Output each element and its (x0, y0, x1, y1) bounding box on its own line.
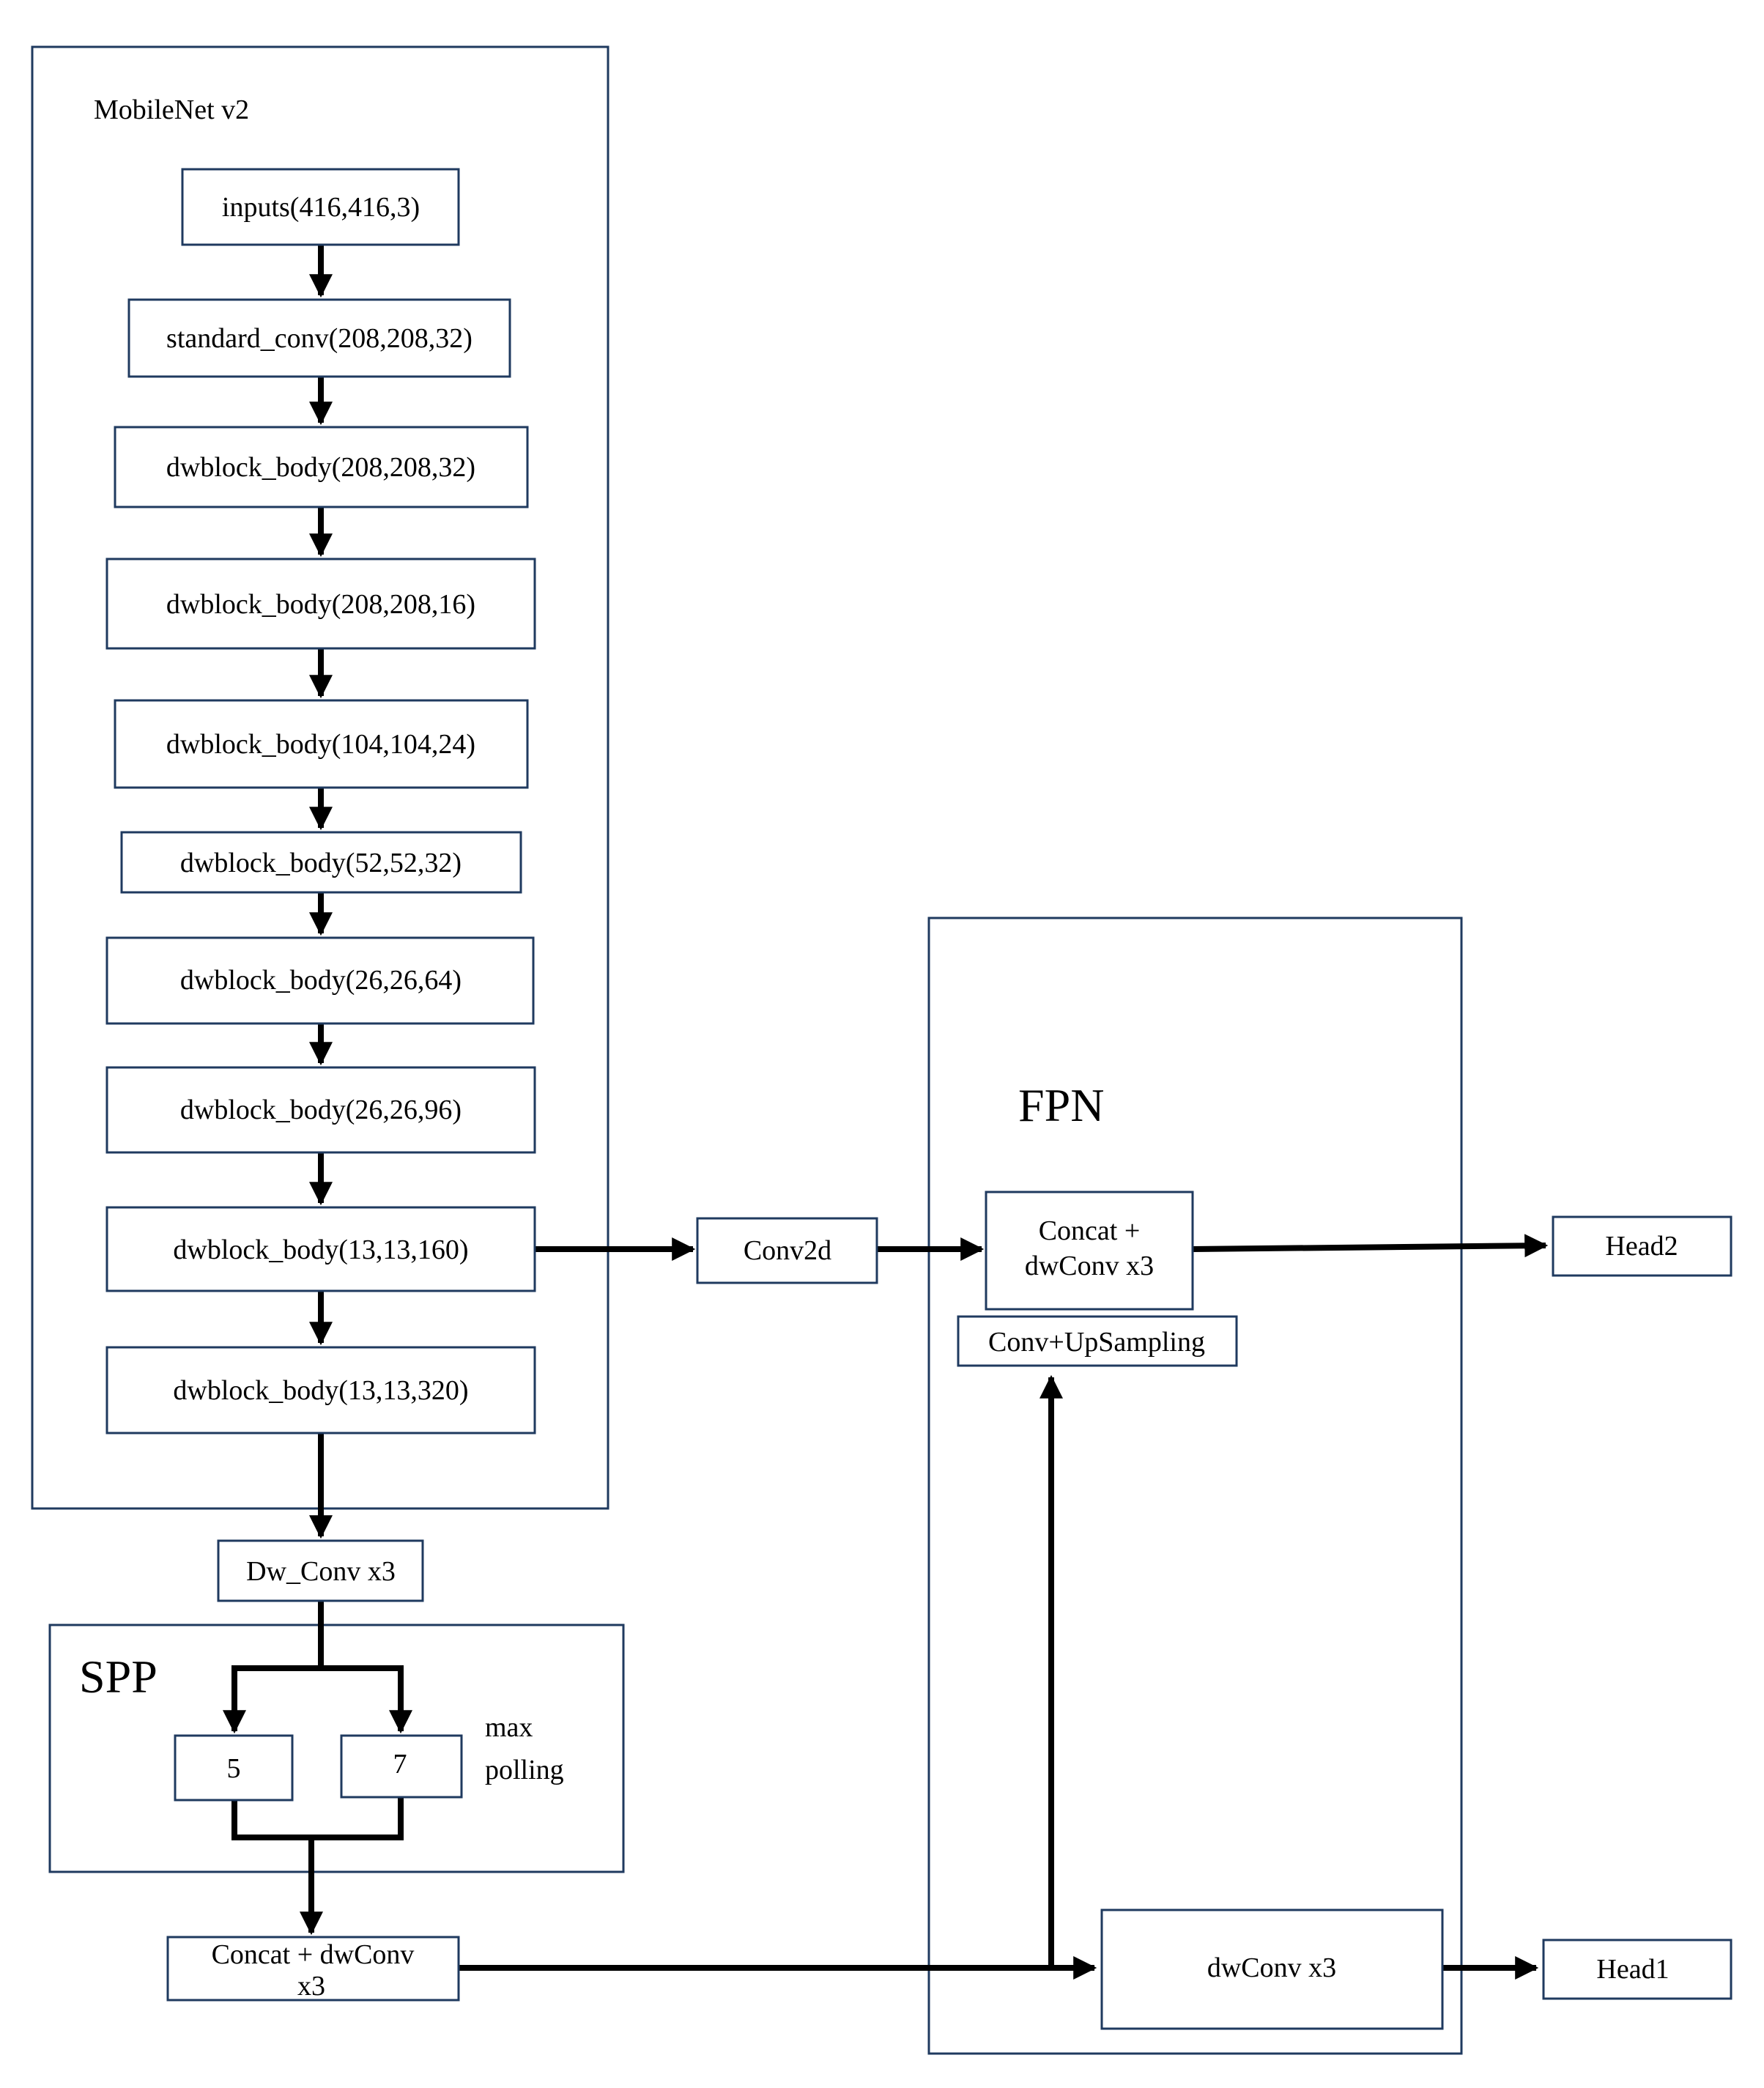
edge-pools-merge (231, 1797, 404, 1840)
node-dwblock-body-6: dwblock_body(26,26,96) (105, 1066, 536, 1154)
spp-side-note-line1: max (485, 1712, 533, 1743)
edge-fpn-concat-to-head2 (1192, 1234, 1549, 1258)
svg-text:dwblock_body(13,13,320): dwblock_body(13,13,320) (173, 1375, 468, 1406)
edges (223, 245, 1549, 1980)
node-fpn-dwconv-x3: dwConv x3 (1100, 1909, 1444, 2030)
node-head1: Head1 (1542, 1939, 1732, 2000)
svg-text:Head1: Head1 (1596, 1954, 1669, 1985)
node-dwblock-body-2: dwblock_body(208,208,16) (105, 558, 536, 650)
node-dwblock-body-5: dwblock_body(26,26,64) (105, 936, 535, 1025)
svg-text:dwblock_body(208,208,16): dwblock_body(208,208,16) (166, 589, 475, 620)
svg-text:dwblock_body(52,52,32): dwblock_body(52,52,32) (180, 848, 462, 878)
node-dwblock-body-7: dwblock_body(13,13,160) (105, 1206, 536, 1292)
spp-side-note-line2: polling (485, 1755, 564, 1785)
svg-text:dwConv x3: dwConv x3 (1025, 1251, 1154, 1281)
svg-text:x3: x3 (297, 1971, 325, 2002)
node-head2: Head2 (1552, 1215, 1732, 1277)
node-dwblock-body-3: dwblock_body(104,104,24) (114, 699, 529, 789)
svg-text:dwblock_body(26,26,96): dwblock_body(26,26,96) (180, 1095, 462, 1125)
node-conv-upsampling: Conv+UpSampling (957, 1315, 1238, 1367)
edge-split-to-pool7 (321, 1665, 412, 1734)
svg-text:Concat +: Concat + (1039, 1215, 1141, 1246)
region-fpn-label: FPN (1018, 1079, 1104, 1131)
svg-text:standard_conv(208,208,32): standard_conv(208,208,32) (166, 323, 472, 354)
region-fpn: FPN (927, 917, 1463, 2055)
node-fpn-concat-dwconv: Concat + dwConv x3 (985, 1191, 1194, 1311)
node-dwblock-body-1: dwblock_body(208,208,32) (114, 426, 529, 508)
node-dwblock-body-8: dwblock_body(13,13,320) (105, 1346, 536, 1434)
svg-text:dwblock_body(208,208,32): dwblock_body(208,208,32) (166, 452, 475, 483)
svg-text:inputs(416,416,3): inputs(416,416,3) (222, 192, 420, 223)
svg-text:Conv2d: Conv2d (744, 1235, 831, 1266)
node-standard-conv: standard_conv(208,208,32) (127, 298, 511, 378)
svg-text:Concat + dwConv: Concat + dwConv (212, 1939, 415, 1970)
svg-text:dwblock_body(26,26,64): dwblock_body(26,26,64) (180, 965, 462, 996)
svg-text:7: 7 (393, 1749, 407, 1780)
region-mobilenet-label: MobileNet v2 (94, 95, 249, 125)
node-inputs: inputs(416,416,3) (181, 168, 460, 246)
node-dwblock-body-4: dwblock_body(52,52,32) (120, 831, 522, 894)
region-spp-label: SPP (79, 1651, 158, 1703)
svg-text:Head2: Head2 (1605, 1231, 1678, 1262)
svg-text:5: 5 (227, 1753, 241, 1784)
svg-text:dwblock_body(13,13,160): dwblock_body(13,13,160) (173, 1234, 468, 1265)
node-dw-conv-x3: Dw_Conv x3 (217, 1539, 424, 1602)
node-max-pool-7: 7 (340, 1734, 463, 1799)
node-max-pool-5: 5 (174, 1734, 294, 1802)
node-conv2d: Conv2d (696, 1217, 878, 1284)
edge-split-to-pool5 (223, 1665, 321, 1734)
node-spp-concat-dwconv: Concat + dwConv x3 (166, 1936, 460, 2002)
svg-text:Conv+UpSampling: Conv+UpSampling (988, 1327, 1205, 1358)
svg-text:dwConv x3: dwConv x3 (1207, 1952, 1336, 1983)
svg-text:dwblock_body(104,104,24): dwblock_body(104,104,24) (166, 729, 475, 760)
svg-text:Dw_Conv x3: Dw_Conv x3 (246, 1556, 396, 1587)
region-spp: SPP max polling (48, 1624, 625, 1873)
